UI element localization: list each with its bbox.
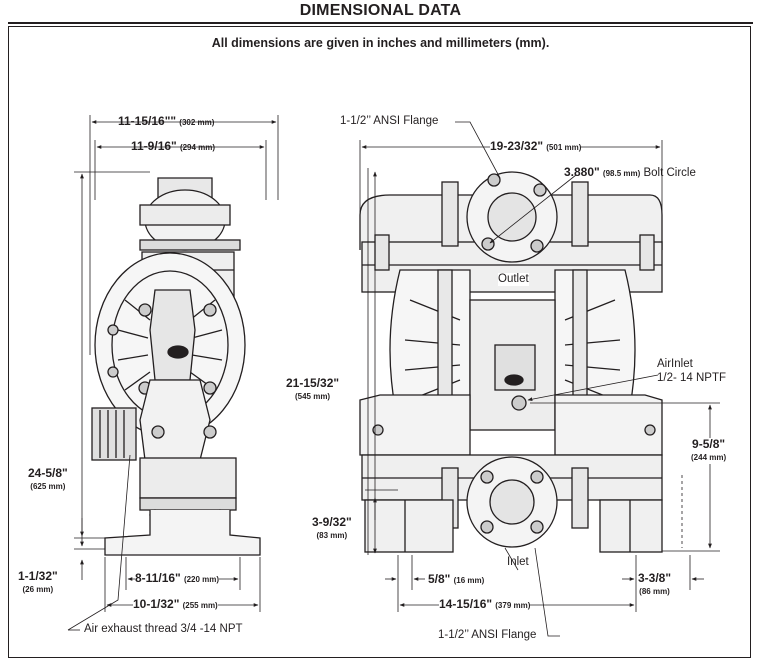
bolt-circle-suffix: Bolt Circle <box>643 167 696 179</box>
inlet-label: Inlet <box>507 556 529 568</box>
base-width-label: 14-15/16" (379 mm) <box>439 597 531 612</box>
foot-width-inch: 3-3/8" <box>638 571 672 585</box>
foot-width-mm: (86 mm) <box>639 587 670 596</box>
inlet-height-inch: 3-9/32" <box>312 515 352 529</box>
air-inlet-label: AirInlet <box>657 358 693 370</box>
air-inlet-height-inch: 9-5/8" <box>692 437 726 451</box>
side-flange-width-inch: 11-9/16" <box>131 139 177 153</box>
foot-width-label: 3-3/8" (86 mm) <box>638 571 672 598</box>
inlet-height-label: 3-9/32" (83 mm) <box>312 516 352 542</box>
side-base-mounting-inch: 8-11/16" <box>135 571 181 585</box>
bolt-circle-label: 3.880" (98.5 mm) Bolt Circle <box>564 166 696 180</box>
front-width-mm: (501 mm) <box>546 143 582 152</box>
front-view-pump <box>359 171 663 553</box>
inlet-offset-label: 5/8" (16 mm) <box>428 573 484 587</box>
front-height-mm: (545 mm) <box>294 392 331 401</box>
inlet-height-mm: (83 mm) <box>316 531 348 540</box>
bottom-flange-label: 1-1/2’’ ANSI Flange <box>438 629 537 641</box>
front-width-label: 19-23/32" (501 mm) <box>490 139 582 154</box>
title-underline <box>8 22 753 24</box>
side-base-height-inch: 1-1/32" <box>18 569 58 583</box>
header: DIMENSIONAL DATA <box>0 0 761 24</box>
inlet-offset-mm: (16 mm) <box>453 576 485 585</box>
side-base-mounting-mm: (220 mm) <box>183 575 220 584</box>
side-overall-height-mm: (625 mm) <box>30 482 66 491</box>
bolt-circle-mm: (98.5 mm) <box>602 169 641 178</box>
base-width-mm: (379 mm) <box>495 601 531 610</box>
top-flange-label: 1-1/2’’ ANSI Flange <box>340 115 439 127</box>
air-inlet-height-label: 9-5/8" (244 mm) <box>691 437 727 464</box>
air-inlet-thread-label: 1/2- 14 NPTF <box>657 372 727 384</box>
drawing-frame <box>8 26 751 658</box>
side-flange-width-label: 11-9/16" (294 mm) <box>131 140 215 154</box>
side-base-height-label: 1-1/32" (26 mm) <box>18 570 58 596</box>
outlet-label: Outlet <box>498 273 529 286</box>
front-height-inch: 21-15/32" <box>286 376 340 390</box>
front-width-inch: 19-23/32" <box>490 139 544 153</box>
base-width-inch: 14-15/16" <box>439 597 493 611</box>
side-overall-width-inch: 11-15/16"" <box>118 114 177 128</box>
side-base-length-mm: (255 mm) <box>182 601 218 610</box>
air-exhaust-label: Air exhaust thread 3/4 -14 NPT <box>84 623 243 635</box>
side-base-mounting-label: 8-11/16" (220 mm) <box>135 571 220 586</box>
dimensions-note: All dimensions are given in inches and m… <box>211 36 550 50</box>
side-overall-width-label: 11-15/16"" (302 mm) <box>118 115 214 129</box>
front-view-dimensions <box>359 121 720 637</box>
side-overall-width-mm: (302 mm) <box>179 118 215 127</box>
side-view-pump <box>91 177 261 556</box>
side-overall-height-label: 24-5/8" (625 mm) <box>28 467 68 493</box>
inlet-offset-inch: 5/8" <box>428 572 451 586</box>
side-base-height-mm: (26 mm) <box>22 585 54 594</box>
side-base-length-inch: 10-1/32" <box>133 597 180 611</box>
bolt-circle-inch: 3.880" <box>564 165 600 179</box>
side-base-length-label: 10-1/32" (255 mm) <box>133 598 218 612</box>
air-inlet-height-mm: (244 mm) <box>691 453 727 462</box>
side-flange-width-mm: (294 mm) <box>179 143 216 152</box>
front-height-label: 21-15/32" (545 mm) <box>286 376 340 403</box>
side-overall-height-inch: 24-5/8" <box>28 466 68 480</box>
page-title: DIMENSIONAL DATA <box>299 2 462 19</box>
